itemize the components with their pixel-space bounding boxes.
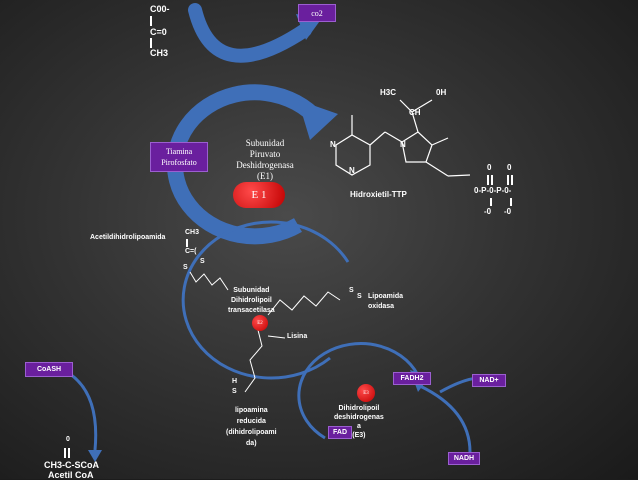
- e2-subunit-name: Subunidad Dihidrolipoil transacetilasa: [228, 286, 275, 316]
- bond: [150, 38, 152, 48]
- arrow-head-e1: [298, 100, 338, 140]
- bond: [490, 198, 492, 206]
- lipoamide-line: Lipoamida: [368, 293, 404, 300]
- acetylcoa-formula: CH3-C-SCoA: [44, 460, 99, 470]
- hydrogen-atom: H: [232, 378, 238, 385]
- bond: [507, 175, 509, 185]
- sulfur-atom: S: [200, 258, 205, 265]
- e3-subunit-name: Dihidrolipoil deshidrogenas a (E3): [334, 404, 384, 440]
- bond: [150, 16, 152, 26]
- bond: [511, 175, 513, 185]
- circular-arrow-e3: [297, 342, 422, 440]
- lysine-label: Lisina: [287, 333, 308, 340]
- tpp-line: Pirofosfato: [161, 158, 197, 167]
- e1-name-line: Deshidrogenasa: [236, 160, 294, 170]
- phosphate-oxygen: 0: [507, 163, 512, 172]
- e1-subunit-name: Subunidad Piruvato Deshidrogenasa (E1): [225, 138, 305, 182]
- co2-box: co2: [298, 4, 336, 22]
- thiamine-structure: [335, 99, 471, 177]
- lysine-pointer: [267, 335, 286, 339]
- e2-name-line: transacetilasa: [228, 307, 275, 314]
- n-label: N: [330, 140, 336, 149]
- e2-name-line: Dihidrolipoil: [230, 297, 272, 304]
- e3-name-line: (E3): [352, 432, 366, 439]
- oh-label: 0H: [436, 88, 447, 97]
- e1-name-line: (E1): [257, 171, 273, 181]
- arrow-coash: [69, 372, 98, 451]
- phosphate-anion: -0: [504, 207, 512, 216]
- e2-badge: E2: [252, 315, 268, 331]
- reduced-line: (dihidrolipoami: [226, 429, 277, 436]
- acetyl-ch3: CH3: [185, 229, 200, 236]
- fadh2-box: FADH2: [393, 372, 431, 385]
- e3-badge: E3: [357, 384, 375, 402]
- bond: [68, 448, 70, 458]
- reduced-line: lipoamina: [234, 407, 268, 414]
- e3-name-line: Dihidrolipoil: [338, 405, 380, 412]
- curved-arrow-top: [188, 3, 312, 63]
- e3-name-line: deshidrogenas: [334, 414, 384, 421]
- e3-name-line: a: [356, 423, 361, 430]
- n-label: N: [349, 166, 355, 175]
- coash-box: CoASH: [25, 362, 73, 377]
- pyruvate-carbonyl: C=0: [150, 27, 167, 37]
- acetylcoa-oxygen: 0: [66, 436, 70, 443]
- reduced-line: da): [246, 440, 257, 447]
- e1-name-line: Piruvato: [249, 149, 281, 159]
- nadh-box: NADH: [448, 452, 480, 465]
- fad-box: FAD: [328, 426, 352, 439]
- acetylcoa-name: Acetil CoA: [48, 470, 94, 480]
- e1-badge: E 1: [233, 182, 285, 208]
- reduced-line: reducida: [236, 418, 266, 425]
- sulfur-atom: S: [357, 293, 362, 300]
- phosphate-oxygen: 0: [487, 163, 492, 172]
- bond: [487, 175, 489, 185]
- pyruvate-methyl: CH3: [150, 48, 169, 58]
- nad-box: NAD+: [472, 374, 506, 387]
- sulfur-atom: S: [349, 287, 354, 294]
- bond: [510, 198, 512, 206]
- phosphate-chain: 0-P-0-P-0-: [474, 186, 512, 195]
- arrow-head-coash: [88, 450, 102, 462]
- lipoamide-line: oxidasa: [368, 303, 395, 310]
- sulfur-atom: S: [232, 388, 237, 395]
- lipoyl-chain-1: [189, 271, 229, 291]
- acetyl-dihydrolipoamide-label: Acetildihidrolipoamida: [90, 234, 166, 241]
- htpp-label: Hidroxietil-TTP: [350, 190, 407, 199]
- lipoamide-oxidase-label: Lipoamida oxidasa: [368, 292, 403, 312]
- lipoyl-chain-3: [244, 329, 263, 393]
- tpp-line: Tiamina: [165, 147, 193, 156]
- pyruvate-carboxyl: C00-: [150, 4, 170, 14]
- n-label: N: [400, 140, 406, 149]
- bond: [491, 175, 493, 185]
- bond: [186, 239, 188, 247]
- lipoyl-chain-2: [267, 291, 341, 316]
- arc-nad: [419, 384, 472, 453]
- reduced-lipoamide-label: lipoamina reducida (dihidrolipoami da): [226, 405, 277, 449]
- circular-arrow-e2: [181, 220, 350, 380]
- acetyl-carbon: C=(: [185, 248, 197, 255]
- phosphate-anion: -0: [484, 207, 492, 216]
- bond: [64, 448, 66, 458]
- ch-label: CH: [409, 108, 421, 117]
- e1-name-line: Subunidad: [245, 138, 285, 148]
- tpp-box: Tiamina Pirofosfato: [150, 142, 208, 172]
- h3c-label: H3C: [380, 88, 397, 97]
- sulfur-atom: S: [183, 264, 188, 271]
- e2-name-line: Subunidad: [233, 287, 270, 294]
